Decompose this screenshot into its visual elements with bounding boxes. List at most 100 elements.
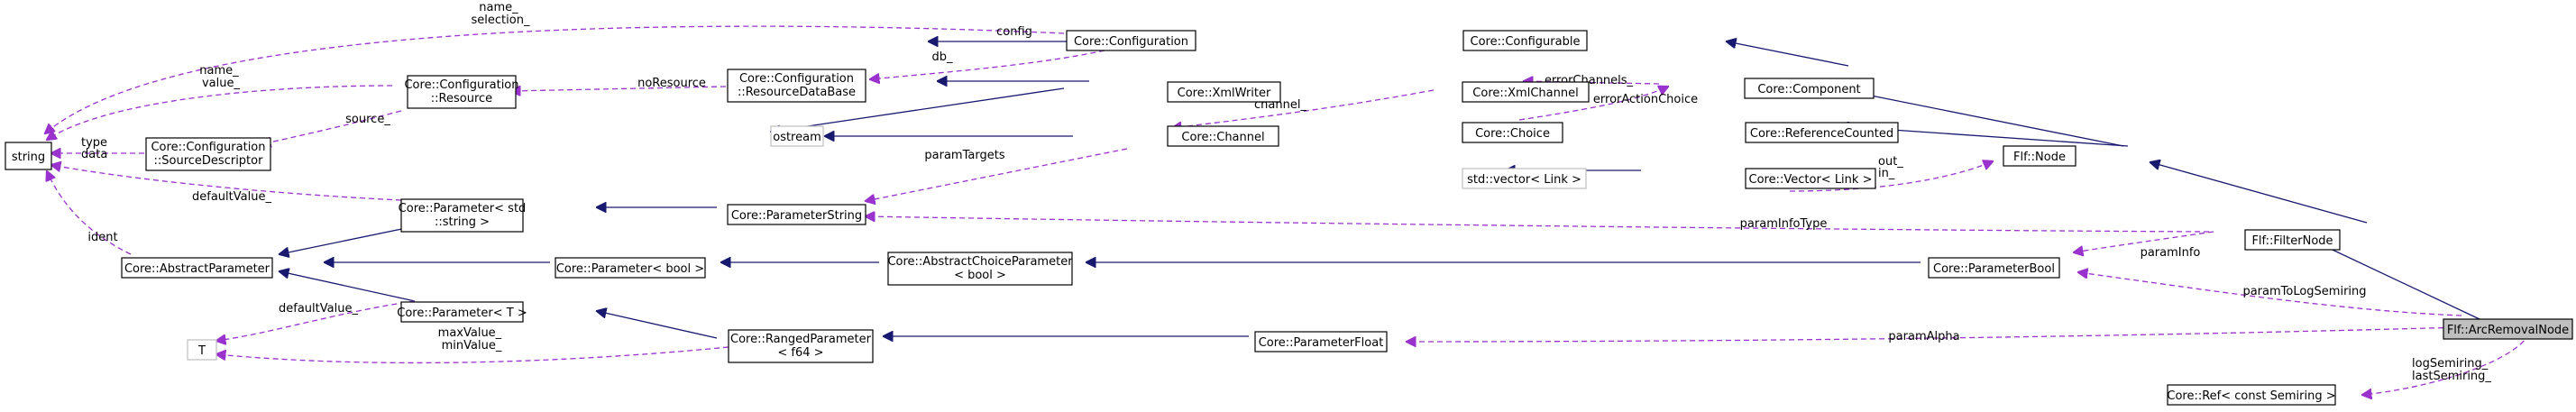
node-core-component[interactable]: Core::Component: [1744, 78, 1875, 99]
edge-parameterbool-to-filternode: [2074, 231, 2214, 252]
svg-text:::Resource: ::Resource: [431, 92, 492, 105]
edge-label-paraminfo: paramInfo: [2141, 246, 2201, 260]
svg-text:Flf::Node: Flf::Node: [2013, 151, 2066, 164]
svg-text:Core::AbstractChoiceParameter: Core::AbstractChoiceParameter: [887, 255, 1073, 269]
edge-choice-to-component: [1518, 87, 1668, 121]
edge-label-name-value: name_ value_: [199, 64, 243, 90]
node-core-configuration-resourcedatabase[interactable]: Core::Configuration ::ResourceDataBase: [727, 69, 866, 103]
edge-paramT-to-T: [216, 300, 416, 341]
edge-resource-to-sourcedesc: [261, 110, 402, 144]
node-core-abstractparameter[interactable]: Core::AbstractParameter: [121, 257, 273, 279]
node-core-parameter-t[interactable]: Core::Parameter< T >: [397, 301, 527, 323]
svg-text:::SourceDescriptor: ::SourceDescriptor: [154, 154, 264, 168]
edges: [45, 25, 2530, 395]
node-core-configuration-resource[interactable]: Core::Configuration ::Resource: [404, 75, 519, 109]
svg-text:Core::Parameter< std: Core::Parameter< std: [399, 202, 527, 215]
edge-label-type-data: type data: [81, 136, 111, 161]
edge-label-out-in: out_ in_: [1878, 155, 1907, 180]
node-core-xmlwriter[interactable]: Core::XmlWriter: [1167, 81, 1281, 103]
node-string[interactable]: string: [5, 142, 52, 170]
edge-label-paraminfotype: paramInfoType: [1740, 217, 1828, 231]
edge-configuration-to-string: [45, 25, 1065, 133]
svg-text:Core::Choice: Core::Choice: [1475, 127, 1550, 141]
node-core-referencecounted[interactable]: Core::ReferenceCounted: [1745, 122, 1899, 143]
nodes: string Core::Configuration Core::Configu…: [5, 30, 2573, 406]
edge-xmlchannel-to-channel: [1172, 89, 1435, 128]
svg-text:Core::ParameterFloat: Core::ParameterFloat: [1259, 336, 1384, 350]
svg-text:Core::AbstractParameter: Core::AbstractParameter: [124, 262, 270, 276]
svg-text:Core::XmlChannel: Core::XmlChannel: [1472, 87, 1578, 100]
svg-text:Core::Ref< const Semiring >: Core::Ref< const Semiring >: [2167, 389, 2335, 403]
edge-label-defaultvalue-t: defaultValue_: [279, 302, 358, 316]
edge-filternode-to-node: [2150, 162, 2368, 224]
svg-text:Core::ReferenceCounted: Core::ReferenceCounted: [1750, 127, 1893, 141]
edge-paramstd-to-abstractparam: [280, 225, 416, 254]
svg-text:Core::Channel: Core::Channel: [1181, 131, 1264, 144]
node-core-rangedparameter-f64[interactable]: Core::RangedParameter < f64 >: [728, 329, 874, 363]
svg-text:ostream: ostream: [773, 131, 821, 144]
edge-label-paramtargets: paramTargets: [924, 149, 1004, 162]
edge-label-paramalpha: paramAlpha: [1888, 330, 1959, 343]
node-core-ref-const-semiring[interactable]: Core::Ref< const Semiring >: [2167, 384, 2336, 406]
edge-configuration-to-resourcedb: [870, 50, 1105, 79]
svg-text:Core::ParameterString: Core::ParameterString: [731, 209, 862, 223]
svg-text:Core::Configuration: Core::Configuration: [1074, 35, 1188, 49]
node-core-xmlchannel[interactable]: Core::XmlChannel: [1462, 81, 1590, 103]
edge-parameterbool-to-arcremoval: [2078, 272, 2462, 316]
edge-paramfloat-to-arcremoval: [1407, 326, 2462, 342]
svg-text:Core::Vector< Link >: Core::Vector< Link >: [1749, 173, 1873, 187]
node-flf-arcremovalnode[interactable]: Flf::ArcRemovalNode: [2443, 318, 2573, 340]
edge-component-to-configurable: [1727, 41, 1849, 67]
edge-xmlwriter-to-ostream: [771, 87, 1065, 132]
edge-resource-to-string: [47, 85, 393, 140]
edge-node-to-component: [1835, 88, 2124, 147]
edge-labels: name_ selection_ config db_ name_ value_…: [81, 1, 2491, 383]
edge-paramstring-to-filternode: [866, 216, 2210, 233]
node-core-configuration-sourcedescriptor[interactable]: Core::Configuration ::SourceDescriptor: [145, 137, 271, 171]
svg-text:Core::XmlWriter: Core::XmlWriter: [1178, 87, 1271, 100]
node-core-parameter-bool[interactable]: Core::Parameter< bool >: [555, 257, 706, 279]
svg-text:Flf::ArcRemovalNode: Flf::ArcRemovalNode: [2447, 324, 2569, 337]
edge-label-source: source_: [345, 113, 390, 126]
node-ostream[interactable]: ostream: [770, 125, 824, 147]
svg-text:Core::Component: Core::Component: [1757, 83, 1860, 96]
node-core-parameterbool[interactable]: Core::ParameterBool: [1928, 257, 2060, 279]
svg-text:Core::Configuration: Core::Configuration: [404, 78, 518, 92]
edge-label-db: db_: [931, 50, 953, 64]
svg-text:string: string: [12, 151, 45, 164]
svg-text:Core::Parameter< T >: Core::Parameter< T >: [397, 307, 527, 320]
edge-channel-to-paramstring: [866, 148, 1128, 201]
node-t[interactable]: T: [187, 339, 217, 361]
svg-text:Core::Parameter< bool >: Core::Parameter< bool >: [556, 262, 704, 276]
svg-text:Flf::FilterNode: Flf::FilterNode: [2251, 234, 2333, 248]
node-core-choice[interactable]: Core::Choice: [1462, 122, 1563, 143]
edge-label-maxvalue-minvalue: maxValue_ minValue_: [438, 326, 506, 352]
svg-text:std::vector< Link >: std::vector< Link >: [1467, 173, 1581, 187]
svg-text:Core::ParameterBool: Core::ParameterBool: [1933, 262, 2055, 276]
node-core-configurable[interactable]: Core::Configurable: [1462, 30, 1588, 51]
node-core-parameterstring[interactable]: Core::ParameterString: [727, 204, 866, 225]
node-std-vector-link[interactable]: std::vector< Link >: [1462, 168, 1587, 189]
svg-text:Core::RangedParameter: Core::RangedParameter: [730, 333, 872, 346]
svg-text:< bool >: < bool >: [954, 269, 1006, 282]
edge-label-logsemiring-lastsemiring: logSemiring_ lastSemiring_: [2412, 357, 2491, 383]
svg-text:< f64 >: < f64 >: [777, 346, 823, 360]
node-flf-filternode[interactable]: Flf::FilterNode: [2244, 229, 2341, 251]
node-core-parameterfloat[interactable]: Core::ParameterFloat: [1254, 331, 1388, 352]
node-core-abstractchoiceparameter-bool[interactable]: Core::AbstractChoiceParameter < bool >: [887, 252, 1073, 286]
node-core-vector-link[interactable]: Core::Vector< Link >: [1745, 168, 1876, 189]
svg-text:Core::Configuration: Core::Configuration: [739, 72, 854, 86]
edge-label-config: config: [996, 25, 1032, 39]
edge-label-erroractionchoice: errorActionChoice: [1593, 93, 1698, 106]
edge-ref-to-arcremoval: [2362, 333, 2530, 395]
svg-text:::string >: ::string >: [435, 215, 490, 229]
edge-ranged-to-T: [216, 346, 729, 364]
node-flf-node[interactable]: Flf::Node: [2003, 145, 2076, 167]
edge-ranged-to-paramT: [597, 311, 718, 339]
svg-text:Core::Configurable: Core::Configurable: [1471, 35, 1581, 49]
node-core-channel[interactable]: Core::Channel: [1167, 125, 1279, 147]
node-core-parameter-std-string[interactable]: Core::Parameter< std ::string >: [399, 198, 527, 233]
edge-label-ident: ident: [87, 231, 117, 244]
svg-text:Core::Configuration: Core::Configuration: [151, 141, 265, 154]
node-core-configuration[interactable]: Core::Configuration: [1066, 30, 1196, 51]
